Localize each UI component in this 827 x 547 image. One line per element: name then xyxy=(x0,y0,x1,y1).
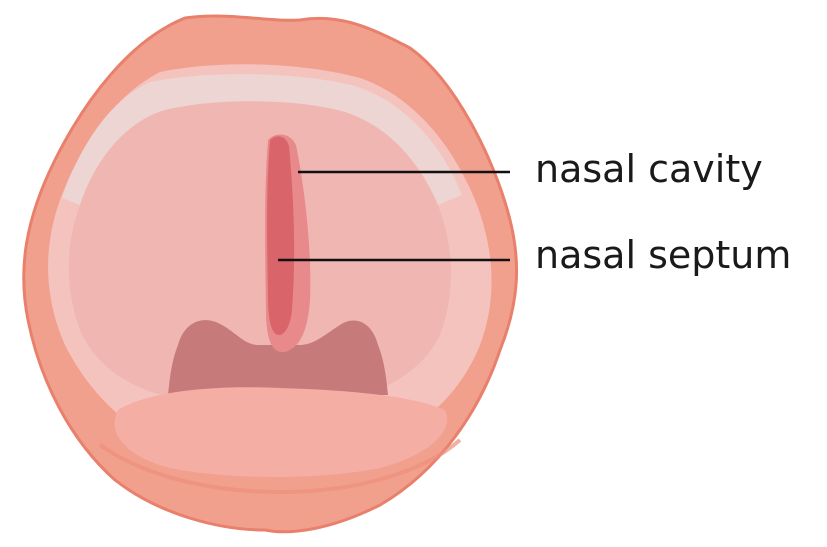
nasal-septum-shape xyxy=(267,136,294,335)
nasal-septum-label: nasal septum xyxy=(535,236,791,274)
nasal-cavity-label: nasal cavity xyxy=(535,150,763,188)
